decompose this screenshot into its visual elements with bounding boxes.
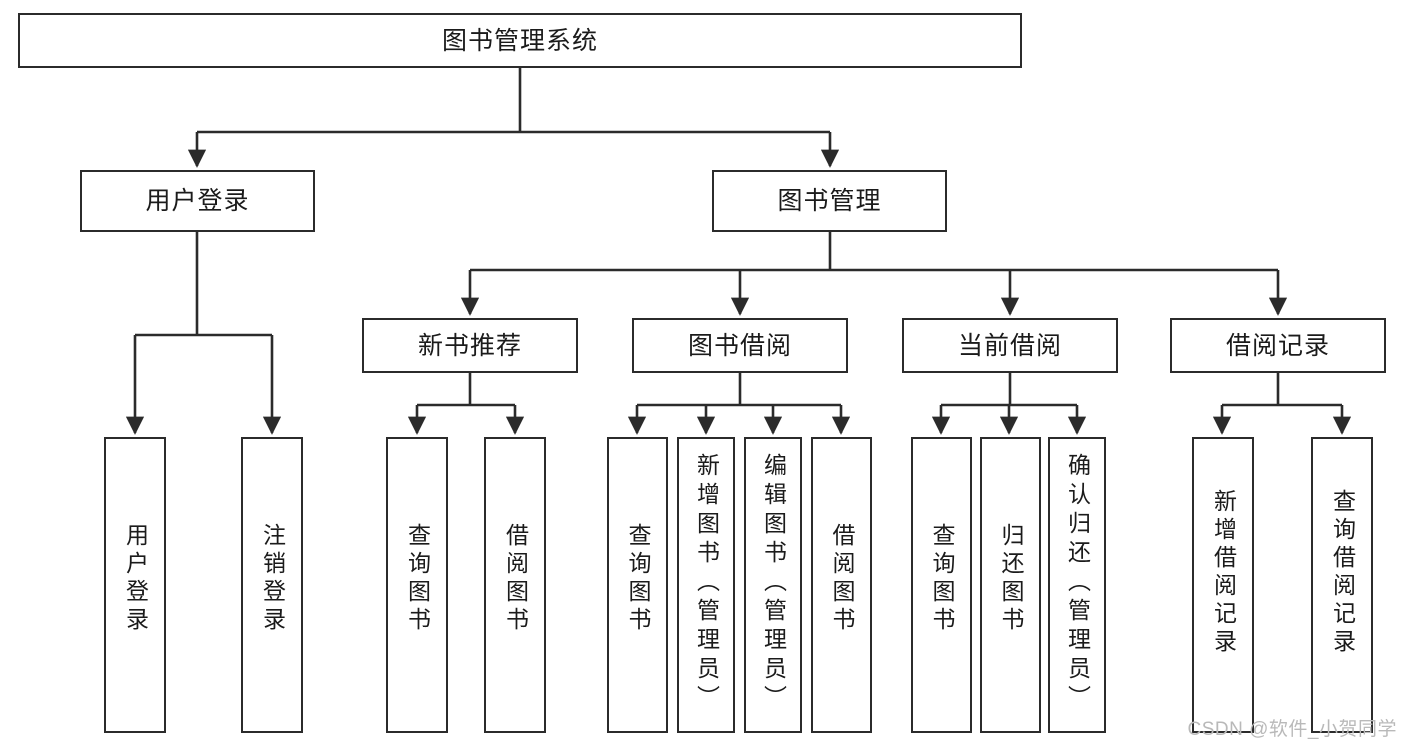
node-new-book-recommend-label: 新书推荐	[417, 331, 522, 360]
leaf-edit-book-label: 编辑图书（管理员）	[760, 453, 787, 714]
leaf-query-book-b-label: 查询图书	[625, 523, 651, 635]
leaf-return-book-label: 归还图书	[998, 523, 1024, 635]
node-book-borrow-label: 图书借阅	[687, 331, 792, 360]
leaf-query-book-b[interactable]: 查询图书	[607, 437, 668, 733]
node-new-book-recommend[interactable]: 新书推荐	[362, 318, 578, 373]
leaf-borrow-book-b-label: 借阅图书	[829, 523, 855, 635]
leaf-user-login-label: 用户登录	[122, 523, 149, 635]
csdn-watermark: CSDN @软件_小贺同学	[1187, 719, 1397, 740]
node-root[interactable]: 图书管理系统	[18, 13, 1022, 68]
leaf-add-borrow-record-label: 新增借阅记录	[1210, 489, 1237, 657]
leaf-query-book-a-label: 查询图书	[404, 523, 431, 635]
node-root-label: 图书管理系统	[441, 26, 598, 55]
node-user-login[interactable]: 用户登录	[80, 170, 315, 232]
node-user-login-label: 用户登录	[145, 187, 250, 215]
leaf-query-book-c-label: 查询图书	[929, 523, 955, 635]
leaf-query-book-a[interactable]: 查询图书	[386, 437, 448, 733]
node-borrow-record[interactable]: 借阅记录	[1170, 318, 1386, 373]
node-current-borrow-label: 当前借阅	[957, 331, 1062, 360]
leaf-query-book-c[interactable]: 查询图书	[911, 437, 972, 733]
leaf-add-book-label: 新增图书（管理员）	[693, 453, 720, 714]
node-book-manage[interactable]: 图书管理	[712, 170, 947, 232]
leaf-query-borrow-record-label: 查询借阅记录	[1329, 489, 1356, 657]
leaf-confirm-return[interactable]: 确认归还（管理员）	[1048, 437, 1106, 733]
leaf-edit-book[interactable]: 编辑图书（管理员）	[744, 437, 802, 733]
leaf-query-borrow-record[interactable]: 查询借阅记录	[1311, 437, 1373, 733]
leaf-confirm-return-label: 确认归还（管理员）	[1064, 453, 1091, 714]
leaf-logout-label: 注销登录	[259, 523, 286, 635]
leaf-borrow-book-a[interactable]: 借阅图书	[484, 437, 546, 733]
leaf-add-book[interactable]: 新增图书（管理员）	[677, 437, 735, 733]
leaf-borrow-book-b[interactable]: 借阅图书	[811, 437, 872, 733]
node-book-manage-label: 图书管理	[777, 187, 882, 215]
leaf-add-borrow-record[interactable]: 新增借阅记录	[1192, 437, 1254, 733]
leaf-return-book[interactable]: 归还图书	[980, 437, 1041, 733]
leaf-user-login[interactable]: 用户登录	[104, 437, 166, 733]
leaf-borrow-book-a-label: 借阅图书	[502, 523, 529, 635]
node-borrow-record-label: 借阅记录	[1225, 331, 1330, 360]
node-book-borrow[interactable]: 图书借阅	[632, 318, 848, 373]
leaf-logout[interactable]: 注销登录	[241, 437, 303, 733]
node-current-borrow[interactable]: 当前借阅	[902, 318, 1118, 373]
